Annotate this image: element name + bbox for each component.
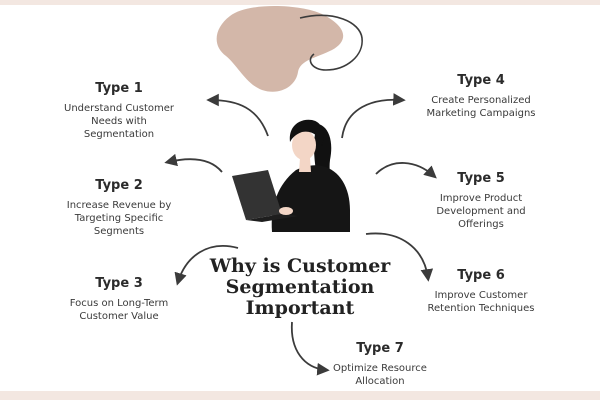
type-4-line-2: Marketing Campaigns <box>426 108 536 119</box>
type-7-line-1: Optimize Resource <box>333 363 427 374</box>
type-2-line-2: Targeting Specific <box>74 213 164 224</box>
blob-shape-icon <box>216 6 363 92</box>
type-2-line-3: Segments <box>93 226 145 237</box>
center-title: Why is Customer Segmentation Important <box>200 256 400 319</box>
type-1-line-3: Segmentation <box>83 129 155 140</box>
arrow-to-type-6 <box>365 232 434 282</box>
type-6-block: Type 6 Improve Customer Retention Techni… <box>406 268 556 315</box>
center-title-line-1: Why is Customer <box>209 255 391 277</box>
type-7-title: Type 7 <box>356 341 404 356</box>
type-5-line-2: Development and <box>436 206 526 217</box>
type-3-title: Type 3 <box>95 276 143 291</box>
center-title-line-2: Segmentation <box>225 276 375 298</box>
arrow-to-type-3 <box>174 245 239 286</box>
top-accent-band <box>0 0 600 5</box>
type-7-line-2: Allocation <box>355 376 405 387</box>
arrow-to-type-1 <box>206 93 269 137</box>
type-5-line-3: Offerings <box>458 219 504 230</box>
type-3-block: Type 3 Focus on Long-Term Customer Value <box>44 276 194 323</box>
type-3-line-1: Focus on Long-Term <box>69 298 169 309</box>
arrow-to-type-4 <box>341 93 406 139</box>
type-7-block: Type 7 Optimize Resource Allocation <box>300 341 460 388</box>
type-5-line-1: Improve Product <box>439 193 523 204</box>
type-2-title: Type 2 <box>95 178 143 193</box>
arrow-to-type-5 <box>375 162 437 179</box>
bottom-accent-band <box>0 391 600 400</box>
type-1-block: Type 1 Understand Customer Needs with Se… <box>44 81 194 141</box>
type-3-line-2: Customer Value <box>79 311 159 322</box>
type-1-line-1: Understand Customer <box>64 103 174 114</box>
center-title-line-3: Important <box>245 297 355 319</box>
type-2-block: Type 2 Increase Revenue by Targeting Spe… <box>44 178 194 238</box>
arrow-to-type-2 <box>164 153 223 173</box>
woman-with-laptop-illustration-icon <box>232 119 350 232</box>
type-4-line-1: Create Personalized <box>431 95 531 106</box>
type-5-block: Type 5 Improve Product Development and O… <box>406 171 556 231</box>
type-4-block: Type 4 Create Personalized Marketing Cam… <box>406 73 556 120</box>
type-6-line-1: Improve Customer <box>434 290 528 301</box>
type-6-line-2: Retention Techniques <box>427 303 535 314</box>
type-1-title: Type 1 <box>95 81 143 96</box>
type-2-line-1: Increase Revenue by <box>66 200 172 211</box>
type-5-title: Type 5 <box>457 171 505 186</box>
arrow-to-type-7 <box>291 321 330 376</box>
type-6-title: Type 6 <box>457 268 505 283</box>
type-4-title: Type 4 <box>457 73 505 88</box>
type-1-line-2: Needs with <box>91 116 147 127</box>
